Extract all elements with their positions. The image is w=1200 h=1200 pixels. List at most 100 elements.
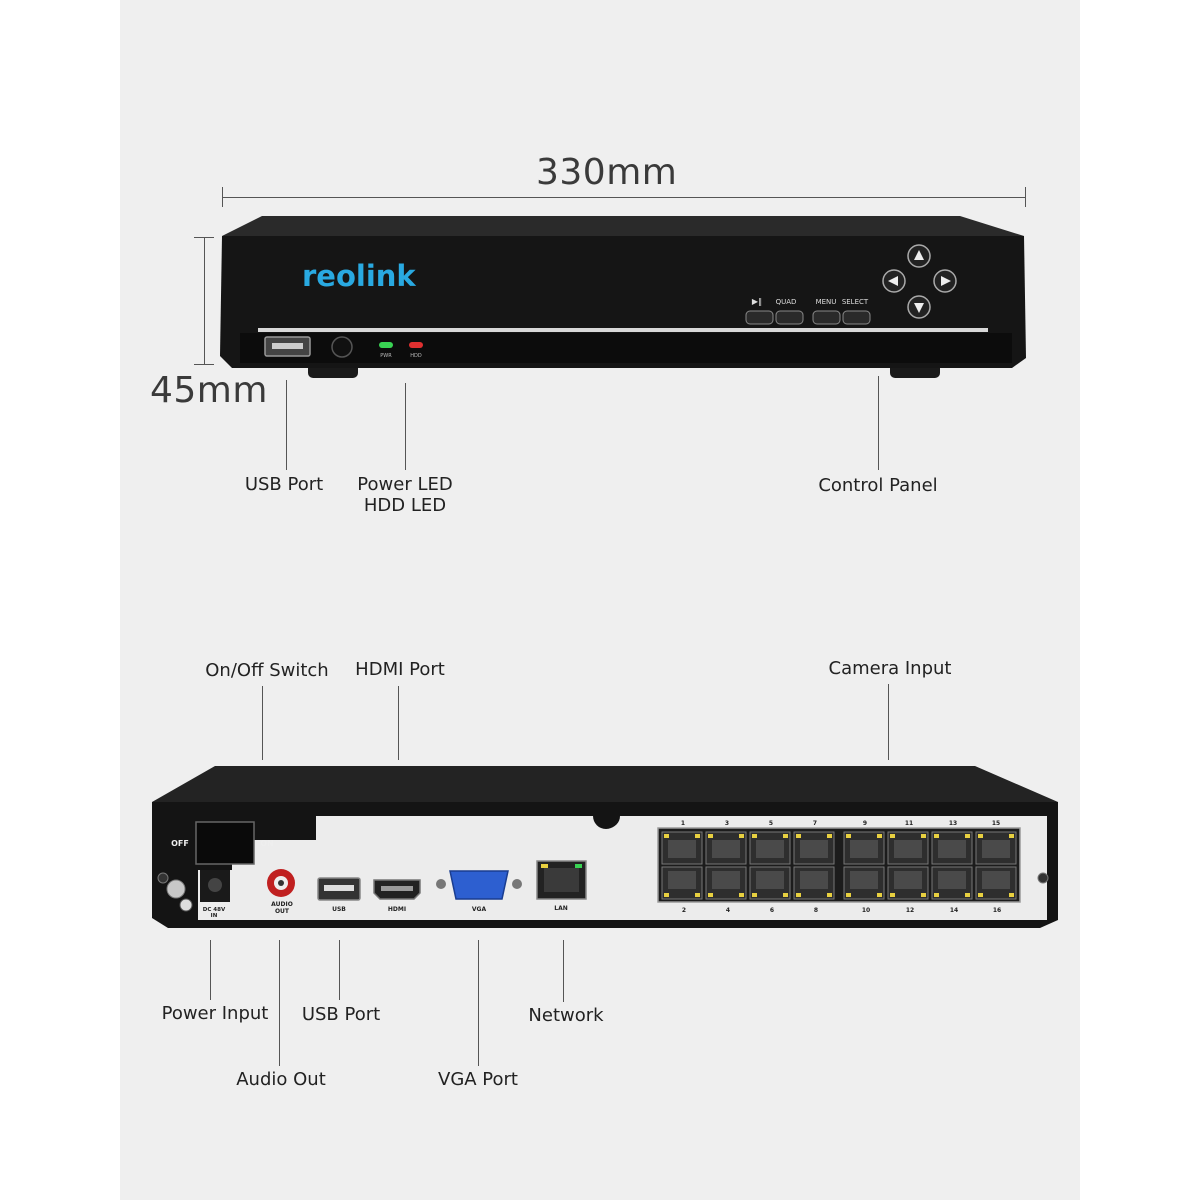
port-number: 8 — [814, 907, 818, 914]
port-number: 12 — [906, 907, 914, 914]
quad-button — [775, 310, 804, 325]
rear-screw-left — [157, 872, 169, 884]
front-top-surface — [222, 216, 1024, 236]
poe-camera-port — [793, 831, 835, 865]
poe-camera-port — [843, 831, 885, 865]
play-pause-label: ▶‖ — [752, 297, 762, 306]
poe-camera-port — [931, 866, 973, 900]
hdmi-label: HDMI — [388, 906, 406, 913]
label-camera-input: Camera Input — [828, 658, 952, 679]
label-power-led: Power LED — [357, 474, 453, 495]
label-audio-out: Audio Out — [236, 1069, 326, 1090]
select-label: SELECT — [842, 298, 869, 306]
rear-top-surface — [152, 766, 1058, 802]
label-power-input: Power Input — [161, 1003, 269, 1024]
dpad-left-button — [882, 269, 906, 293]
port-number: 6 — [770, 907, 774, 914]
poe-camera-port — [887, 831, 929, 865]
play-pause-button — [745, 310, 774, 325]
poe-camera-port — [749, 866, 791, 900]
callout-line-audio-out — [279, 940, 280, 1066]
poe-ports — [661, 831, 1017, 900]
poe-camera-port — [705, 831, 747, 865]
height-dimension-line — [204, 237, 205, 365]
switch-on-label: ON — [260, 839, 274, 848]
quad-label: QUAD — [776, 298, 797, 306]
poe-camera-port — [661, 866, 703, 900]
callout-line-on-off — [262, 686, 263, 760]
power-led — [379, 342, 393, 348]
nvr-front-view: reolink PWR HDD ▶‖ QUAD MENU SELECT — [220, 216, 1026, 378]
poe-camera-port — [975, 866, 1017, 900]
port-number: 2 — [682, 907, 686, 914]
label-vga-port: VGA Port — [438, 1069, 518, 1090]
port-number: 15 — [992, 820, 1000, 827]
dc-in-sub-label: IN — [211, 913, 218, 919]
width-tick-left — [222, 187, 223, 207]
dpad-up-button — [907, 244, 931, 268]
port-number: 11 — [905, 820, 913, 827]
menu-label: MENU — [816, 298, 837, 306]
callout-line-power-input — [210, 940, 211, 1000]
vga-label: VGA — [472, 906, 487, 913]
port-numbers-bottom: 2 4 6 8 10 12 14 16 — [682, 907, 1001, 914]
port-number: 16 — [993, 907, 1001, 914]
menu-button — [812, 310, 841, 325]
poe-camera-port — [931, 831, 973, 865]
label-hdmi-port: HDMI Port — [355, 659, 445, 680]
audio-out-sub-label: OUT — [275, 908, 290, 915]
label-rear-usb-port: USB Port — [301, 1004, 381, 1025]
callout-line-front-usb — [286, 380, 287, 470]
dpad-right-button — [933, 269, 957, 293]
poe-camera-port — [975, 831, 1017, 865]
height-tick-top — [194, 237, 214, 238]
poe-camera-port — [749, 831, 791, 865]
poe-camera-port — [793, 866, 835, 900]
rear-usb-label: USB — [332, 906, 346, 913]
width-dimension-line — [222, 197, 1026, 198]
rear-notch — [593, 803, 619, 829]
audio-out-label: AUDIO — [271, 901, 293, 908]
hdd-led-label: HDD — [410, 353, 422, 359]
select-button — [842, 310, 871, 325]
port-number: 7 — [813, 820, 817, 827]
poe-camera-port — [661, 831, 703, 865]
label-front-usb-port: USB Port — [244, 474, 324, 495]
switch-off-label: OFF — [171, 839, 189, 848]
background-panel — [120, 0, 1080, 1200]
callout-line-network — [563, 940, 564, 1002]
label-hdd-led: HDD LED — [363, 495, 447, 516]
height-dimension: 45mm — [150, 370, 268, 411]
front-highlight-strip — [258, 328, 988, 332]
width-tick-right — [1025, 187, 1026, 207]
power-led-label: PWR — [380, 353, 392, 359]
port-number: 14 — [950, 907, 958, 914]
height-tick-bottom — [194, 364, 214, 365]
callout-line-front-led — [405, 383, 406, 470]
hdd-led — [409, 342, 423, 348]
front-lower-recess — [240, 333, 1012, 363]
brand-logo: reolink — [302, 259, 416, 293]
ground-screw — [166, 879, 186, 899]
label-control-panel: Control Panel — [818, 475, 938, 496]
callout-line-control-panel — [878, 376, 879, 470]
port-number: 13 — [949, 820, 957, 827]
label-on-off-switch: On/Off Switch — [205, 660, 329, 681]
callout-line-hdmi — [398, 686, 399, 760]
lan-label: LAN — [554, 905, 568, 912]
width-dimension: 330mm — [536, 152, 678, 193]
port-number: 3 — [725, 820, 729, 827]
rear-screw-right — [1037, 872, 1049, 884]
port-numbers-top: 1 3 5 7 9 11 13 15 — [681, 820, 1000, 827]
label-network: Network — [528, 1005, 604, 1026]
front-ir-sensor — [331, 336, 353, 358]
power-switch — [195, 821, 255, 865]
port-number: 9 — [863, 820, 867, 827]
port-number: 5 — [769, 820, 773, 827]
port-number: 1 — [681, 820, 685, 827]
callout-line-rear-usb — [339, 940, 340, 1000]
dpad-down-button — [907, 295, 931, 319]
poe-camera-port — [843, 866, 885, 900]
vga-port — [449, 870, 509, 900]
